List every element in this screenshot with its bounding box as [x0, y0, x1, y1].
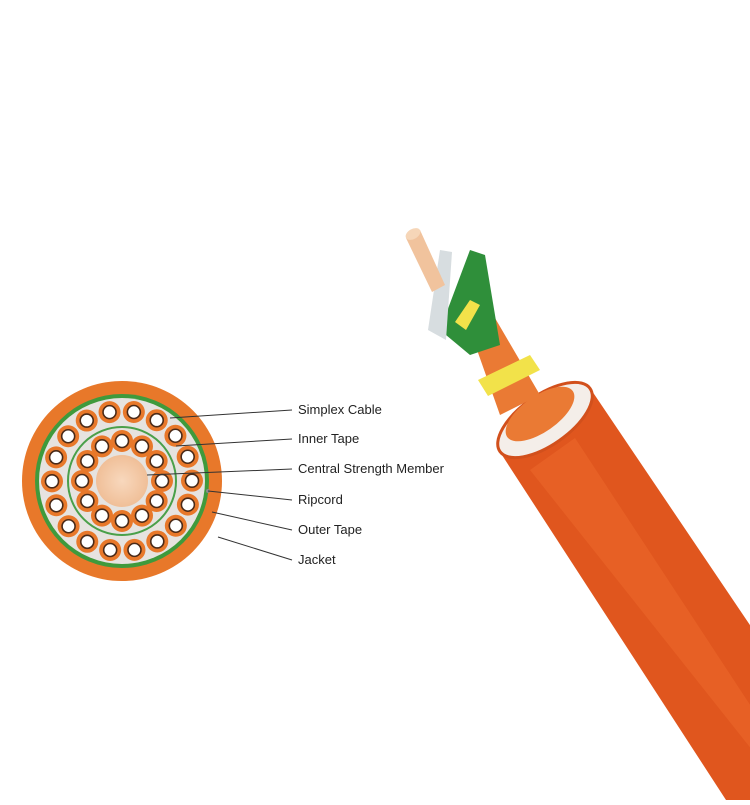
simplex-unit — [45, 494, 68, 517]
central-strength-member — [96, 455, 148, 507]
fiber-white-strands — [428, 250, 452, 340]
simplex-unit — [57, 425, 80, 448]
inner-tape-ring — [67, 426, 177, 536]
simplex-unit — [91, 504, 113, 527]
inner-simplex-ring — [71, 430, 173, 532]
leader-central-strength-member — [146, 468, 293, 476]
simplex-unit — [151, 470, 173, 492]
central-strength-member-rod — [406, 230, 445, 292]
cross-section — [22, 381, 222, 581]
simplex-unit — [111, 430, 133, 452]
simplex-unit — [123, 538, 146, 561]
cable-fiber-bundle-end — [505, 386, 575, 442]
simplex-unit — [41, 470, 64, 493]
simplex-unit — [75, 409, 98, 432]
simplex-unit — [99, 538, 122, 561]
label-inner-tape: Inner Tape — [298, 431, 360, 446]
simplex-unit — [57, 515, 80, 538]
simplex-unit — [76, 450, 99, 472]
simplex-unit — [76, 490, 99, 512]
simplex-unit — [131, 504, 153, 527]
simplex-unit — [98, 401, 121, 424]
fiber-yellow-strands — [455, 300, 480, 330]
label-simplex-cable: Simplex Cable — [298, 402, 382, 417]
leader-simplex-cable — [169, 409, 293, 419]
simplex-unit — [145, 490, 168, 512]
label-ripcord: Ripcord — [298, 492, 343, 507]
label-outer-tape: Outer Tape — [298, 522, 363, 537]
simplex-unit — [145, 450, 168, 472]
simplex-unit — [76, 530, 99, 553]
simplex-unit — [131, 435, 153, 458]
label-jacket: Jacket — [298, 552, 336, 567]
simplex-unit — [176, 493, 199, 516]
simplex-unit — [176, 445, 199, 468]
simplex-unit — [91, 435, 113, 458]
simplex-unit — [71, 470, 93, 492]
leader-jacket — [217, 536, 293, 561]
callout-lines — [146, 409, 293, 561]
cable-main — [405, 228, 750, 800]
outer-simplex-ring — [41, 401, 203, 561]
leader-inner-tape — [175, 438, 293, 447]
simplex-unit — [164, 514, 187, 537]
simplex-unit — [111, 510, 133, 532]
fiber-yellow-tape — [478, 355, 540, 396]
label-central-strength-member: Central Strength Member — [298, 461, 444, 476]
leader-ripcord — [207, 490, 293, 501]
simplex-unit — [145, 409, 168, 432]
simplex-unit — [180, 469, 203, 492]
simplex-unit — [122, 401, 145, 424]
simplex-unit — [45, 446, 68, 469]
cable-highlight — [530, 438, 750, 748]
simplex-unit — [164, 424, 187, 447]
leader-outer-tape — [211, 511, 293, 531]
strength-member-tip — [405, 228, 421, 240]
simplex-unit — [146, 530, 169, 553]
